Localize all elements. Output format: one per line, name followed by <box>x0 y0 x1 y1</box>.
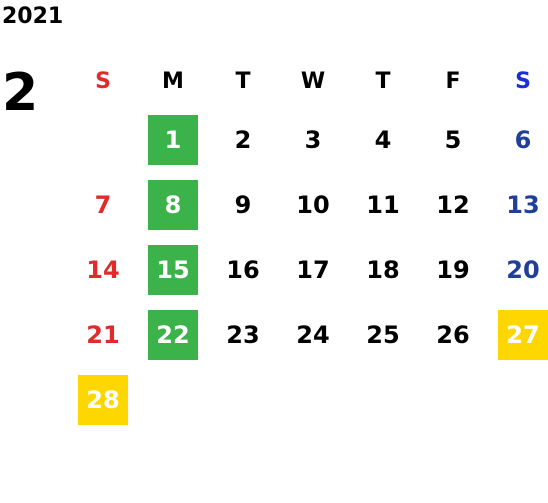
day-cell[interactable]: 11 <box>348 172 418 237</box>
day-cell <box>488 367 548 432</box>
day-cell[interactable]: 1 <box>138 107 208 172</box>
day-number <box>358 375 408 425</box>
week-row: 7 8 9 10 11 12 13 <box>68 172 548 237</box>
day-number: 23 <box>226 320 260 349</box>
day-cell[interactable]: 20 <box>488 237 548 302</box>
day-number <box>288 375 338 425</box>
day-number: 8 <box>148 179 198 230</box>
weekday-friday: F <box>445 68 461 94</box>
day-number: 24 <box>296 320 330 349</box>
week-row: 28 <box>68 367 548 432</box>
day-cell[interactable]: 19 <box>418 237 488 302</box>
weekday-monday: M <box>162 68 184 94</box>
day-cell[interactable]: 7 <box>68 172 138 237</box>
day-cell[interactable]: 13 <box>488 172 548 237</box>
day-cell[interactable]: 16 <box>208 237 278 302</box>
day-cell[interactable]: 23 <box>208 302 278 367</box>
day-number: 28 <box>78 374 128 425</box>
day-cell[interactable]: 25 <box>348 302 418 367</box>
day-cell[interactable]: 17 <box>278 237 348 302</box>
week-row: 1 2 3 4 5 6 <box>68 107 548 172</box>
day-cell[interactable]: 6 <box>488 107 548 172</box>
weekday-wednesday: W <box>300 68 326 94</box>
day-number: 2 <box>234 125 252 154</box>
day-number: 21 <box>86 320 120 349</box>
day-cell[interactable]: 28 <box>68 367 138 432</box>
day-cell[interactable]: 22 <box>138 302 208 367</box>
day-number: 26 <box>436 320 470 349</box>
day-cell[interactable]: 27 <box>488 302 548 367</box>
day-number: 14 <box>86 255 120 284</box>
week-row: 21 22 23 24 25 26 27 <box>68 302 548 367</box>
day-number: 20 <box>506 255 540 284</box>
day-number: 1 <box>148 114 198 165</box>
weekday-header: S M T W T F S <box>68 55 548 107</box>
day-number: 17 <box>296 255 330 284</box>
day-cell <box>138 367 208 432</box>
day-number <box>498 375 548 425</box>
day-cell <box>418 367 488 432</box>
weekday-saturday: S <box>515 68 531 94</box>
weekday-sunday: S <box>95 68 111 94</box>
day-cell[interactable]: 5 <box>418 107 488 172</box>
week-row: 14 15 16 17 18 19 20 <box>68 237 548 302</box>
day-number: 15 <box>148 244 198 295</box>
weekday-thursday: T <box>375 68 391 94</box>
day-number: 16 <box>226 255 260 284</box>
month-number: 2 <box>2 63 39 123</box>
day-cell <box>208 367 278 432</box>
day-number <box>428 375 478 425</box>
weekday-tuesday: T <box>235 68 251 94</box>
day-cell[interactable]: 4 <box>348 107 418 172</box>
day-cell[interactable]: 8 <box>138 172 208 237</box>
day-number <box>148 375 198 425</box>
day-cell[interactable]: 24 <box>278 302 348 367</box>
day-cell[interactable]: 12 <box>418 172 488 237</box>
day-number: 7 <box>94 190 112 219</box>
day-number: 18 <box>366 255 400 284</box>
day-number: 19 <box>436 255 470 284</box>
day-cell[interactable]: 14 <box>68 237 138 302</box>
day-number: 25 <box>366 320 400 349</box>
day-number: 5 <box>444 125 462 154</box>
day-number: 13 <box>506 190 540 219</box>
day-number: 9 <box>234 190 252 219</box>
day-number: 6 <box>514 125 532 154</box>
calendar-grid: S M T W T F S 1 2 3 4 5 6 7 8 9 10 11 12… <box>68 55 548 432</box>
day-number: 22 <box>148 309 198 360</box>
day-cell[interactable]: 9 <box>208 172 278 237</box>
day-cell[interactable]: 21 <box>68 302 138 367</box>
day-number <box>78 115 128 165</box>
day-cell <box>348 367 418 432</box>
day-cell <box>68 107 138 172</box>
day-cell[interactable]: 26 <box>418 302 488 367</box>
year-label: 2021 <box>2 4 64 29</box>
day-number <box>218 375 268 425</box>
day-cell[interactable]: 15 <box>138 237 208 302</box>
day-cell <box>278 367 348 432</box>
day-number: 11 <box>366 190 400 219</box>
day-number: 12 <box>436 190 470 219</box>
day-cell[interactable]: 10 <box>278 172 348 237</box>
day-cell[interactable]: 3 <box>278 107 348 172</box>
day-number: 10 <box>296 190 330 219</box>
day-number: 27 <box>498 309 548 360</box>
day-number: 4 <box>374 125 392 154</box>
day-number: 3 <box>304 125 322 154</box>
day-cell[interactable]: 2 <box>208 107 278 172</box>
day-cell[interactable]: 18 <box>348 237 418 302</box>
